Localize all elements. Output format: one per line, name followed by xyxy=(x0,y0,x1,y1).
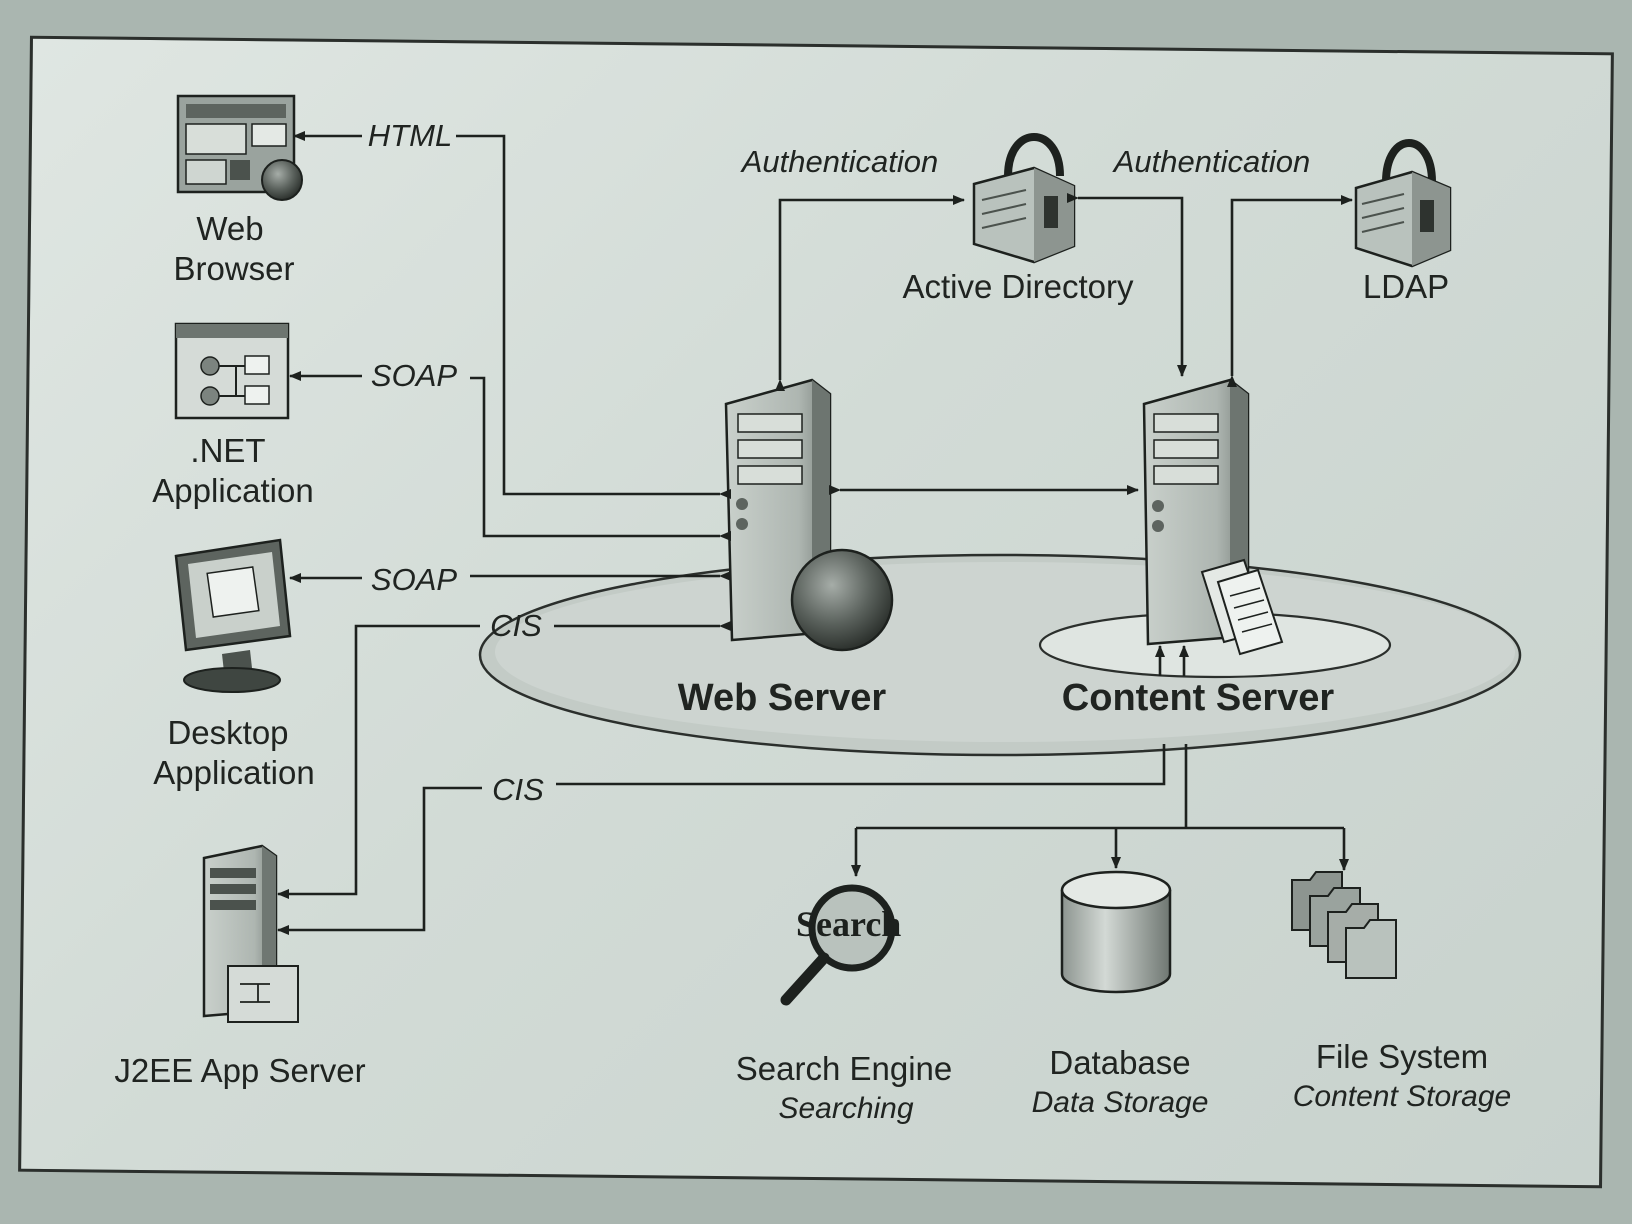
folders-icon xyxy=(1291,871,1397,979)
auth-web-ad-label: Authentication xyxy=(740,144,938,179)
soap-desktop-protocol-label: SOAP xyxy=(371,562,457,597)
web-server-label: Web Server xyxy=(678,677,887,719)
storage-trunk xyxy=(856,744,1344,830)
web-browser-label-line1: Web xyxy=(196,210,263,247)
active-directory-label: Active Directory xyxy=(902,268,1134,305)
database-subtitle: Data Storage xyxy=(1032,1086,1209,1119)
auth-ad-content-connector xyxy=(1067,193,1187,377)
html-protocol-label: HTML xyxy=(368,118,452,153)
desktop-monitor-icon xyxy=(174,538,292,693)
search-magnifier-icon xyxy=(780,884,896,1006)
cis-content-protocol-label: CIS xyxy=(492,772,544,807)
cis-content-connector xyxy=(278,744,1166,930)
desktop-application-label-line2: Application xyxy=(153,754,314,791)
ldap-label: LDAP xyxy=(1363,268,1449,305)
cis-web-protocol-label: CIS xyxy=(490,608,542,643)
globe-icon xyxy=(790,548,894,652)
file-system-label: File System xyxy=(1316,1038,1488,1075)
active-directory-lock-icon xyxy=(972,133,1076,264)
j2ee-app-server-label: J2EE App Server xyxy=(114,1052,365,1089)
search-icon-text: Search xyxy=(796,904,901,944)
auth-ad-content-label: Authentication xyxy=(1112,144,1310,179)
soap-dotnet-connector xyxy=(290,376,720,536)
web-browser-label-line2: Browser xyxy=(173,250,294,287)
content-server-label: Content Server xyxy=(1062,677,1335,719)
cis-web-connector xyxy=(278,626,720,894)
soap-desktop-connector xyxy=(290,576,720,578)
soap-dotnet-protocol-label: SOAP xyxy=(371,358,457,393)
dotnet-application-label-line2: Application xyxy=(152,472,313,509)
ldap-lock-icon xyxy=(1354,139,1452,268)
search-engine-subtitle: Searching xyxy=(778,1092,913,1125)
web-browser-icon xyxy=(176,94,303,201)
auth-web-ad-connector xyxy=(775,195,965,391)
desktop-application-label-line1: Desktop xyxy=(167,714,288,751)
server-platform xyxy=(478,553,1522,757)
search-engine-label: Search Engine xyxy=(736,1050,952,1087)
documents-icon xyxy=(1200,558,1284,656)
dotnet-application-icon xyxy=(174,322,290,420)
j2ee-server-icon xyxy=(202,844,299,1023)
database-label: Database xyxy=(1049,1044,1190,1081)
ldap-content-connector xyxy=(1227,195,1353,387)
dotnet-application-label-line1: .NET xyxy=(190,432,265,469)
file-system-subtitle: Content Storage xyxy=(1293,1080,1511,1113)
database-cylinder-icon xyxy=(1060,870,1172,994)
html-connector xyxy=(294,136,720,494)
